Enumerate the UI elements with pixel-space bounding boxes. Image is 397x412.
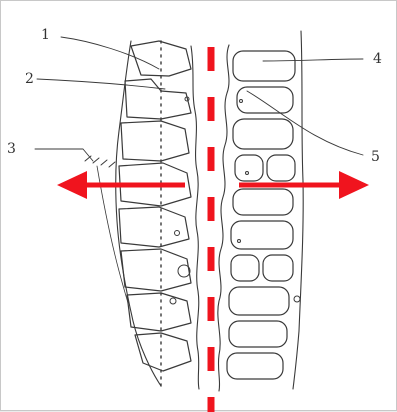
left-cell-2 xyxy=(125,79,191,119)
left-tissue-half xyxy=(85,41,199,389)
right-cell-4a xyxy=(235,155,263,181)
right-tissue-half xyxy=(218,31,303,391)
right-cell-1 xyxy=(233,51,295,81)
right-cell-7a xyxy=(231,255,259,281)
leader-line-3 xyxy=(35,149,93,161)
right-particle-3 xyxy=(246,172,249,175)
right-outer-contour xyxy=(293,31,303,389)
left-cell-3 xyxy=(121,121,189,161)
callout-labels: 1 2 3 4 5 xyxy=(7,27,382,165)
left-inclusion-2 xyxy=(170,298,176,304)
leader-line-2 xyxy=(37,79,165,89)
left-inclusion-4 xyxy=(175,231,180,236)
right-inner-contour xyxy=(218,45,229,391)
callout-3: 3 xyxy=(7,141,16,157)
right-particle-1 xyxy=(294,296,300,302)
left-cell-5 xyxy=(119,207,189,247)
left-inner-contour xyxy=(191,46,199,389)
callout-1: 1 xyxy=(41,27,50,43)
callout-5: 5 xyxy=(371,149,380,165)
right-particle-2 xyxy=(240,100,243,103)
arrow-left-icon xyxy=(57,171,87,199)
left-cell-6 xyxy=(121,249,191,291)
right-cell-10 xyxy=(227,353,283,379)
callout-4: 4 xyxy=(373,51,382,67)
left-edge-hatch xyxy=(85,156,115,167)
left-inclusion-1 xyxy=(178,265,190,277)
right-cell-3 xyxy=(233,119,293,149)
leader-line-4 xyxy=(263,59,363,61)
right-cell-5 xyxy=(233,189,293,215)
right-cell-8 xyxy=(229,287,289,315)
right-particle-4 xyxy=(238,240,241,243)
arrow-right-icon xyxy=(339,171,369,199)
right-cell-9 xyxy=(229,321,287,347)
callout-2: 2 xyxy=(25,71,34,87)
right-cell-7b xyxy=(263,255,293,281)
right-cell-2 xyxy=(237,87,293,113)
split-annotation xyxy=(57,47,369,412)
leader-line-5 xyxy=(247,91,363,155)
right-cell-6 xyxy=(231,221,293,249)
left-cell-7 xyxy=(127,293,191,331)
leader-lines xyxy=(35,37,363,161)
leader-line-1 xyxy=(61,37,159,69)
right-cell-4b xyxy=(267,155,295,181)
